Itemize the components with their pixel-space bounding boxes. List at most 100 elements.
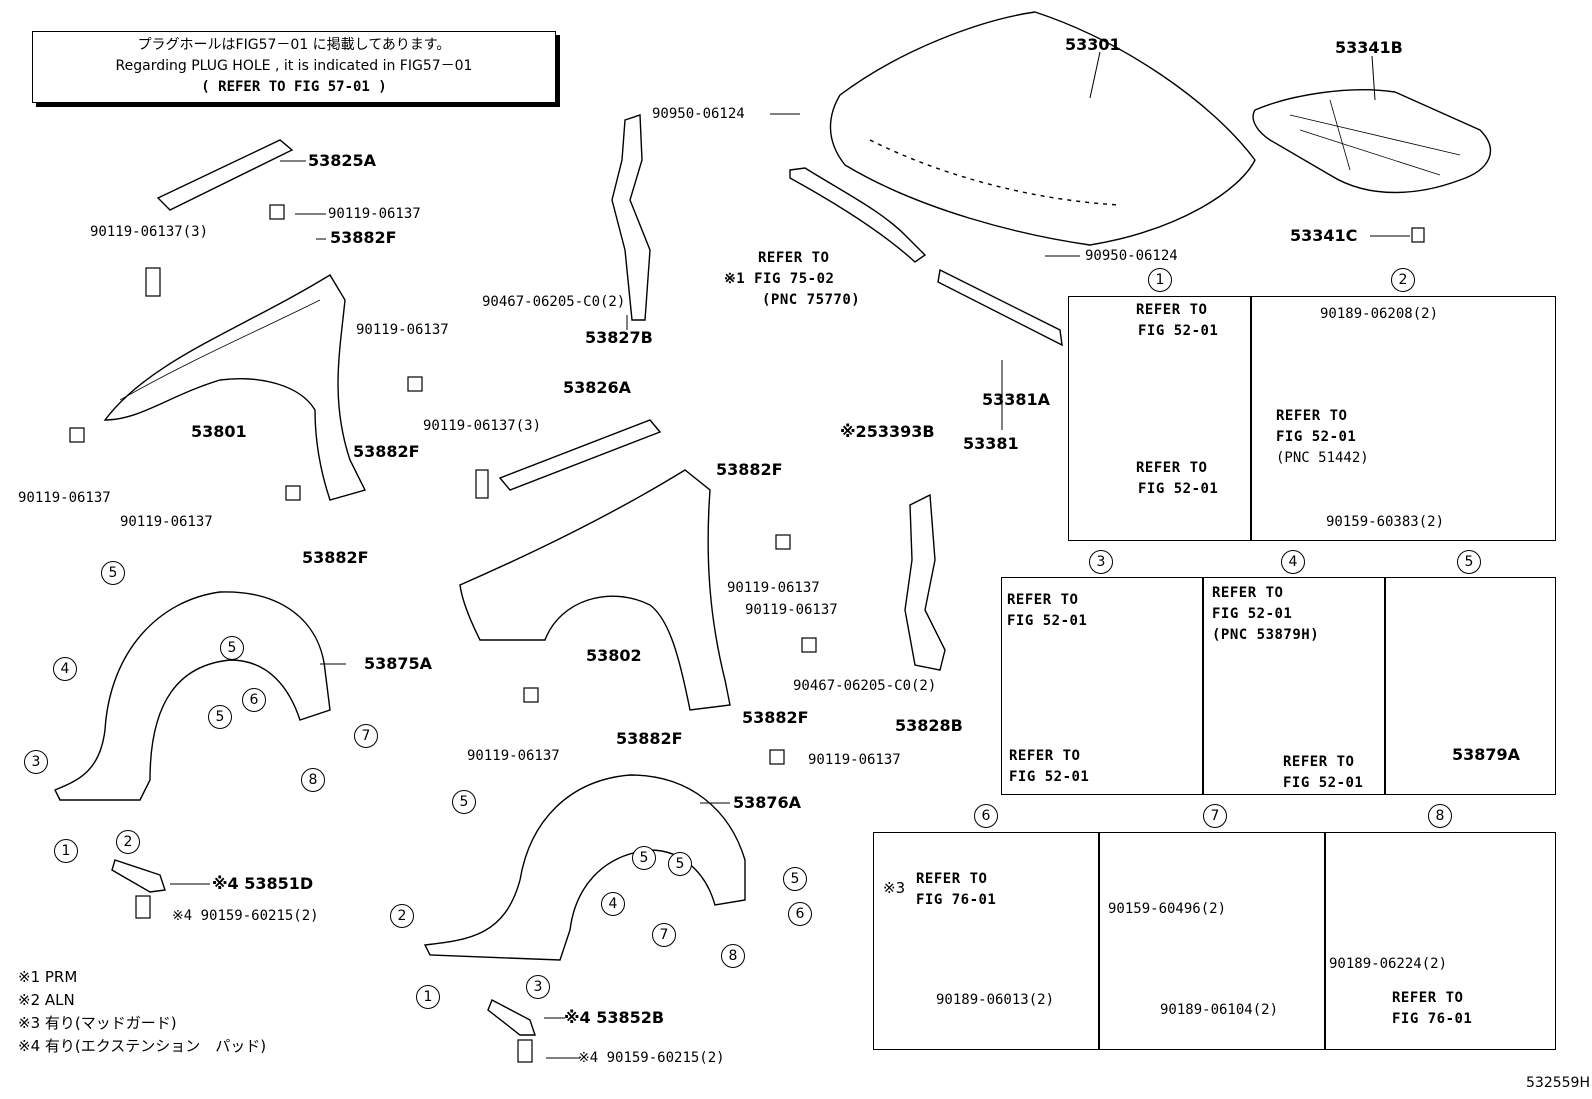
- footnote-4: ※4 有り(エクステンション パッド): [18, 1037, 267, 1055]
- label-53828B: 53828B: [895, 716, 963, 735]
- pad-53852B-shape: [487, 999, 536, 1036]
- b2-ref-2: FIG 52-01: [1276, 429, 1357, 445]
- b3-ref-top-1: REFER TO: [1007, 592, 1079, 608]
- inset-box-7: [1098, 832, 1326, 1050]
- label-53882F-b: 53882F: [353, 442, 420, 461]
- b2-ref-1: REFER TO: [1276, 408, 1348, 424]
- label-53801: 53801: [191, 422, 247, 441]
- liner-53875A-shape: [54, 591, 331, 801]
- b8-ref-2: FIG 76-01: [1392, 1011, 1473, 1027]
- callout-5-f: 5: [668, 852, 692, 876]
- callout-6-b: 6: [788, 902, 812, 926]
- callout-6-a: 6: [242, 688, 266, 712]
- inset-box-4: [1202, 577, 1386, 795]
- b8-pn: 90189-06224(2): [1329, 956, 1448, 972]
- label-53851D: ※4 53851D: [212, 874, 314, 893]
- b1-ref-bot-2: FIG 52-01: [1138, 481, 1219, 497]
- callout-5-a: 5: [101, 561, 125, 585]
- b2-ref-3: (PNC 51442): [1276, 450, 1369, 466]
- b7-pn-top: 90159-60496(2): [1108, 901, 1227, 917]
- callout-5-e: 5: [632, 846, 656, 870]
- seal-53825A-shape: [156, 139, 294, 211]
- fastener-glyphs: [69, 204, 1425, 1063]
- label-53341C: 53341C: [1290, 226, 1358, 245]
- label-53826A: 53826A: [563, 378, 632, 397]
- b6-mark: ※3: [883, 879, 906, 897]
- inset-box-8: [1324, 832, 1556, 1050]
- b5-pn: 53879A: [1452, 745, 1521, 764]
- label-53381: 53381: [963, 434, 1019, 453]
- callout-1-a: 1: [54, 839, 78, 863]
- label-90119-left: 90119-06137: [18, 490, 111, 506]
- inset-box-5: [1384, 577, 1556, 795]
- footnote-2: ※2 ALN: [18, 991, 75, 1009]
- label-90159-b: ※4 90159-60215(2): [578, 1050, 725, 1066]
- bracket-53828B-shape: [904, 493, 946, 671]
- inset-box-2: [1250, 296, 1556, 541]
- label-90467-b: 90467-06205-C0(2): [793, 678, 937, 694]
- b8-ref-1: REFER TO: [1392, 990, 1464, 1006]
- b2-pn-top: 90189-06208(2): [1320, 306, 1439, 322]
- b2-pn-bot: 90159-60383(2): [1326, 514, 1445, 530]
- hood-seal-shape: [789, 167, 927, 263]
- fender-53802-shape: [459, 469, 731, 711]
- label-refer-75-2: ※1 FIG 75-02: [724, 271, 835, 287]
- label-90119-r4: 90119-06137: [808, 752, 901, 768]
- label-53882F-a: 53882F: [330, 228, 397, 247]
- footnote-3: ※3 有り(マッドガード): [18, 1014, 177, 1032]
- label-90119-r1: 90119-06137: [727, 580, 820, 596]
- b1-ref-top-2: FIG 52-01: [1138, 323, 1219, 339]
- b3-ref-bot-1: REFER TO: [1009, 748, 1081, 764]
- box-num-3: 3: [1089, 550, 1113, 574]
- bracket-53827B-shape: [611, 114, 651, 321]
- inset-box-6: [873, 832, 1100, 1050]
- callout-8-a: 8: [301, 768, 325, 792]
- b3-ref-top-2: FIG 52-01: [1007, 613, 1088, 629]
- liner-53876A-shape: [423, 774, 746, 961]
- callout-5-g: 5: [783, 867, 807, 891]
- b1-ref-bot-1: REFER TO: [1136, 460, 1208, 476]
- label-53341B: 53341B: [1335, 38, 1403, 57]
- b6-ref-2: FIG 76-01: [916, 892, 997, 908]
- callout-4-a: 4: [53, 657, 77, 681]
- label-90119-3b: 90119-06137(3): [423, 418, 542, 434]
- box-num-4: 4: [1281, 550, 1305, 574]
- leader-lines: [170, 51, 1410, 1059]
- box-num-6: 6: [974, 804, 998, 828]
- callout-4-b: 4: [601, 892, 625, 916]
- footnotes: ※1 PRM ※2 ALN ※3 有り(マッドガード) ※4 有り(エクステンシ…: [18, 966, 266, 1058]
- callout-7-b: 7: [652, 923, 676, 947]
- b4-ref-top-2: FIG 52-01: [1212, 606, 1293, 622]
- label-90467-a: 90467-06205-C0(2): [482, 294, 626, 310]
- label-90119-r3: 90119-06137: [467, 748, 560, 764]
- b4-ref-top-3: (PNC 53879H): [1212, 627, 1320, 643]
- callout-8-b: 8: [721, 944, 745, 968]
- figure-code: 532559H: [1526, 1075, 1590, 1091]
- b6-pn: 90189-06013(2): [936, 992, 1055, 1008]
- b6-ref-1: REFER TO: [916, 871, 988, 887]
- box-num-2: 2: [1391, 268, 1415, 292]
- label-53827B: 53827B: [585, 328, 653, 347]
- label-refer-75-3: (PNC 75770): [762, 292, 861, 308]
- label-53825A: 53825A: [308, 151, 377, 170]
- callout-2-b: 2: [390, 904, 414, 928]
- label-refer-75-1: REFER TO: [758, 250, 830, 266]
- note-ref: ( REFER TO FIG 57-01 ): [201, 79, 387, 95]
- label-90159-a: ※4 90159-60215(2): [172, 908, 319, 924]
- label-53802: 53802: [586, 646, 642, 665]
- under-cover-shape: [1252, 89, 1491, 194]
- b4-ref-bot-2: FIG 52-01: [1283, 775, 1364, 791]
- b7-pn-bot: 90189-06104(2): [1160, 1002, 1279, 1018]
- label-90119-low: 90119-06137: [120, 514, 213, 530]
- box-num-8: 8: [1428, 804, 1452, 828]
- label-53393B: ※253393B: [840, 422, 935, 441]
- seal-53826A-shape: [498, 419, 662, 491]
- label-90950-a: 90950-06124: [652, 106, 745, 122]
- box-num-7: 7: [1203, 804, 1227, 828]
- b4-ref-bot-1: REFER TO: [1283, 754, 1355, 770]
- label-53381A: 53381A: [982, 390, 1051, 409]
- seal-strip-shape: [937, 268, 1063, 347]
- b4-ref-top-1: REFER TO: [1212, 585, 1284, 601]
